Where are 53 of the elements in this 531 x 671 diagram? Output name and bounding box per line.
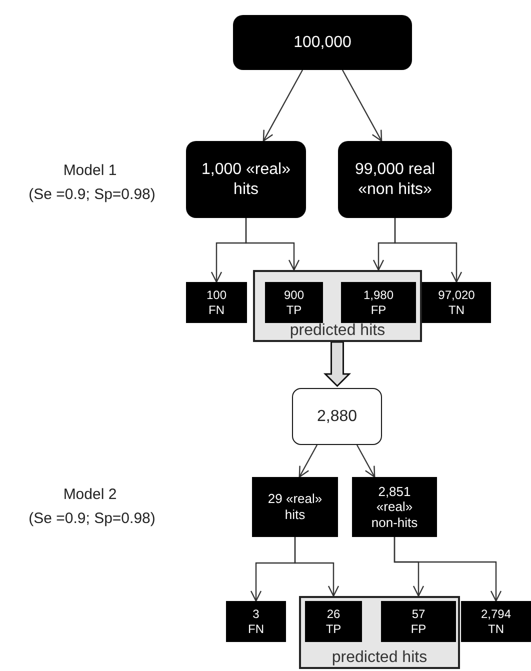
outcome-label: FN bbox=[208, 302, 224, 317]
count-value: 1,980 bbox=[363, 288, 394, 302]
arrow bbox=[394, 218, 462, 283]
outcome-label: FP bbox=[370, 302, 386, 317]
count-text: 99,000 real «non hits» bbox=[354, 160, 436, 199]
outcome-box bbox=[341, 282, 416, 323]
arrow bbox=[245, 218, 300, 271]
count-box bbox=[292, 388, 382, 445]
group-box bbox=[253, 270, 422, 342]
outcome-label: TN bbox=[448, 302, 464, 317]
count-text: 2,851 «real» non-hits bbox=[370, 484, 419, 530]
arrow bbox=[394, 537, 502, 602]
outcome-label: FN bbox=[248, 622, 264, 636]
arrow bbox=[294, 537, 340, 597]
arrow bbox=[342, 70, 382, 142]
count-value: 97,020 bbox=[438, 288, 475, 302]
group-label: predicted hits bbox=[332, 650, 428, 666]
count-value: 2,794 bbox=[480, 607, 512, 622]
outcome-box bbox=[381, 601, 456, 642]
outcome-label: TN bbox=[488, 622, 504, 636]
outcome-label: TP bbox=[286, 302, 302, 317]
count-box bbox=[352, 477, 437, 537]
count-value: 3 bbox=[252, 607, 260, 622]
group-label: predicted hits bbox=[290, 323, 386, 339]
count-text: 29 «real» hits bbox=[266, 491, 324, 523]
count-box bbox=[252, 477, 338, 537]
outcome-label: TP bbox=[326, 622, 342, 636]
model-name: Model 2 bbox=[63, 486, 117, 503]
block-arrow bbox=[323, 341, 352, 388]
count-value: 26 bbox=[326, 607, 340, 622]
outcome-box bbox=[226, 601, 286, 642]
count-box bbox=[338, 141, 452, 218]
model-parameters: (Se =0.9; Sp=0.98) bbox=[28, 510, 156, 527]
count-box bbox=[233, 15, 412, 70]
outcome-box bbox=[186, 282, 247, 323]
model-parameters: (Se =0.9; Sp=0.98) bbox=[28, 186, 156, 203]
model-name: Model 1 bbox=[63, 162, 117, 179]
arrow bbox=[356, 444, 376, 478]
outcome-box bbox=[461, 601, 531, 642]
outcome-box bbox=[305, 601, 362, 642]
arrow bbox=[262, 70, 304, 142]
count-text: 100,000 bbox=[294, 32, 352, 52]
group-box bbox=[299, 596, 460, 669]
count-text: 2,880 bbox=[316, 406, 358, 426]
count-text: 1,000 «real» hits bbox=[200, 160, 292, 199]
outcome-box bbox=[265, 282, 323, 323]
arrow bbox=[298, 444, 318, 478]
count-value: 100 bbox=[206, 288, 227, 302]
outcome-label: FP bbox=[410, 622, 426, 636]
outcome-box bbox=[422, 282, 491, 323]
count-value: 57 bbox=[412, 607, 426, 622]
count-value: 900 bbox=[284, 288, 304, 302]
count-box bbox=[186, 141, 306, 218]
